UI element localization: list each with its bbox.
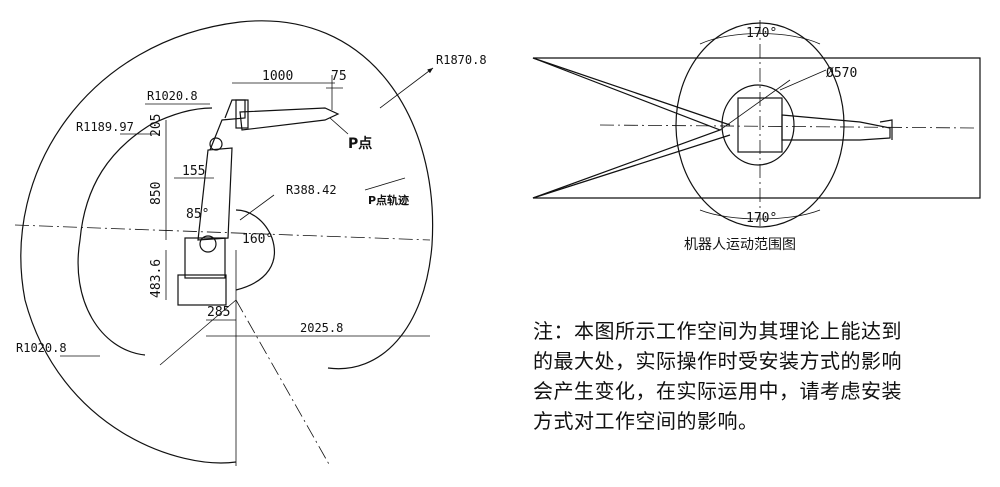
angle-160-label: 160° [242,232,273,247]
dim-tip: 75 [331,69,347,84]
dim-483: 483.6 [149,259,164,298]
inner-envelope-arc [77,107,213,356]
sector-wedge [532,57,981,199]
dim-850: 850 [149,182,164,205]
p-path-label: P点轨迹 [368,193,409,207]
note-line-2: 的最大处，实际操作时受安装方式的影响 [533,349,902,373]
radius-left-label: R1189.97 [76,120,134,134]
angle-top-label: 170° [746,26,777,41]
base-diameter-label: Ø570 [826,66,857,81]
outer-envelope-arc [20,20,434,464]
inner-small-arc [235,209,275,291]
note-line-3: 会产生变化，在实际运用中，请考虑安装 [533,379,902,403]
dim-205: 205 [149,114,164,137]
p-point-label: P点 [348,135,372,152]
angle-85-label: 85° [186,207,209,222]
note-block: 注：本图所示工作空间为其理论上能达到 的最大处，实际操作时受安装方式的影响 会产… [533,316,988,436]
radius-inner-label: R388.42 [286,183,337,197]
dim-arm-length: 1000 [262,69,293,84]
note-line-4: 方式对工作空间的影响。 [533,409,759,433]
angle-bottom-label: 170° [746,211,777,226]
dim-155: 155 [182,164,205,179]
note-line-1: 注：本图所示工作空间为其理论上能达到 [533,319,902,343]
top-view-caption: 机器人运动范围图 [684,237,796,253]
top-view [532,20,981,230]
radius-lower-left-label: R1020.8 [16,341,67,355]
radius-outer-label: R1870.8 [436,53,487,67]
side-view [14,20,434,467]
radius-upper-left-label: R1020.8 [147,89,198,103]
dim-reach: 2025.8 [300,321,343,335]
dim-285: 285 [207,305,230,320]
